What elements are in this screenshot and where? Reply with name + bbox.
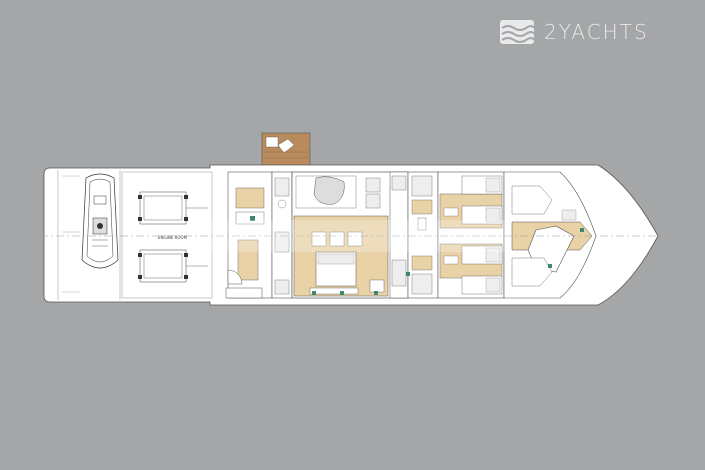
guest-cabins (437, 171, 505, 299)
owner-suite (291, 171, 409, 299)
watermark-overlay (210, 220, 510, 252)
bathtub-icon (313, 176, 345, 205)
engine-room: ENGINE ROOM (121, 171, 213, 299)
brand-name: 2YACHTS (544, 20, 649, 44)
guest-bathrooms (406, 171, 439, 299)
engine-room-label: ENGINE ROOM (158, 235, 188, 240)
upper-deck-detail (261, 132, 311, 166)
tender-boat-icon (81, 173, 119, 269)
aft-bathroom (271, 171, 293, 299)
crew-area (225, 171, 273, 299)
vip-forward-cabin (503, 171, 597, 299)
garage-hatch (62, 175, 80, 293)
brand-logo: 2YACHTS (500, 18, 695, 46)
waves-logo-icon (500, 20, 534, 44)
